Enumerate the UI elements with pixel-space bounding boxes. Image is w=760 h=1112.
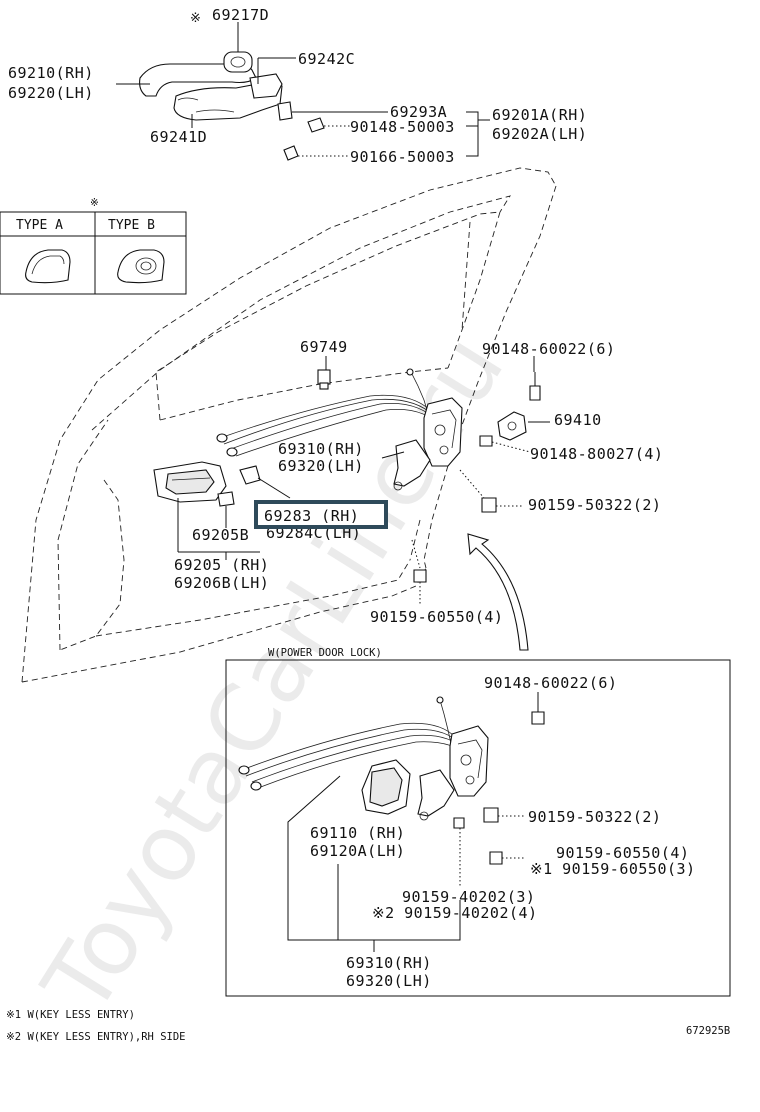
label-90166-50003: 90166-50003 [350,148,455,166]
door-outline [21,167,557,683]
door-lock-assembly [153,368,541,583]
label-90159-40202: 90159-40202(3) [402,888,535,906]
type-table: ※ TYPE A TYPE B [0,197,187,295]
type-a-cover-icon [25,249,71,284]
arrow-to-inset [467,533,529,651]
label-69320-bot: 69320(LH) [346,972,432,990]
figure-id: 672925B [686,1025,730,1037]
label-69110: 69110 (RH) [310,824,405,842]
label-69241D: 69241D [150,128,207,146]
label-69220: 69220(LH) [8,84,94,102]
footnote-1: ※1 W(KEY LESS ENTRY) [6,1009,135,1021]
label-69205B: 69205B [192,526,249,544]
label-69202A: 69202A(LH) [492,125,587,143]
label-69210: 69210(RH) [8,64,94,82]
label-69205: 69205 (RH) [174,556,269,574]
type-a-label: TYPE A [16,218,63,233]
label-90159-50322-bot: 90159-50322(2) [528,808,661,826]
label-69283: 69283 (RH) [264,507,359,525]
label-90159-50322-top: 90159-50322(2) [528,496,661,514]
label-69310-bot: 69310(RH) [346,954,432,972]
label-69120A: 69120A(LH) [310,842,405,860]
label-69410: 69410 [554,411,602,429]
label-90159-60550-top: 90159-60550(4) [370,608,503,626]
power-door-lock-title: W(POWER DOOR LOCK) [268,647,382,659]
label-90148-60022-bot: 90148-60022(6) [484,674,617,692]
label-69310-top: 69310(RH) [278,440,364,458]
label-90159-40202-2: ※2 90159-40202(4) [372,904,538,922]
label-69293A: 69293A [390,103,447,121]
footnote-2: ※2 W(KEY LESS ENTRY),RH SIDE [6,1031,185,1043]
label-69217D: 69217D [212,6,269,24]
label-90148-80027: 90148-80027(4) [530,445,663,463]
label-69320-top: 69320(LH) [278,457,364,475]
label-90159-60550-bot: 90159-60550(4) [556,844,689,862]
mark-types: ※ [90,197,99,209]
label-69201A: 69201A(RH) [492,106,587,124]
type-b-label: TYPE B [108,218,155,233]
label-90148-50003: 90148-50003 [350,118,455,136]
label-69206B: 69206B(LH) [174,574,269,592]
label-69749: 69749 [300,338,348,356]
leaders-inset [287,692,539,952]
label-90159-60550-bot2: ※1 90159-60550(3) [530,860,696,878]
leaders-top [116,22,490,157]
label-90148-60022-top: 90148-60022(6) [482,340,615,358]
label-69242C: 69242C [298,50,355,68]
outside-handle-assembly [139,51,325,161]
mark-69217D: ※ [190,11,201,26]
highlight-box [254,500,388,529]
leaders-main [177,356,550,604]
power-door-lock-inset [225,659,731,997]
